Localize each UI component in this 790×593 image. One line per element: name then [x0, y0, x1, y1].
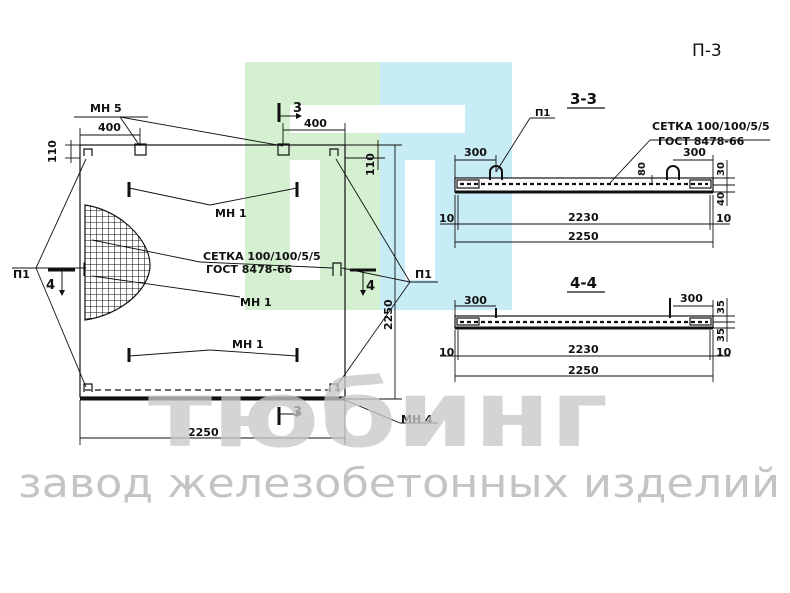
section-mark-3 — [277, 103, 302, 425]
watermark-brand: тюбинг — [148, 361, 608, 468]
section-4-4-dim-10-left: 10 — [439, 346, 455, 359]
section-3-top-label: 3 — [293, 101, 302, 116]
p1-label-left: П1 — [13, 268, 30, 281]
corner-loops — [83, 148, 342, 392]
dim-2250-horizontal: 2250 — [188, 426, 219, 439]
dim-400-right: 400 — [304, 117, 327, 130]
mn5-label: МН 5 — [90, 102, 122, 115]
section-3-3-mesh-2: ГОСТ 8478-66 — [658, 135, 745, 148]
plan-mesh-label-1: СЕТКА 100/100/5/5 — [203, 250, 321, 263]
section-4-4-slab — [454, 315, 714, 329]
section-3-bottom-label: 3 — [293, 405, 302, 420]
section-3-3-title: 3-3 — [570, 90, 597, 108]
leader-lines — [12, 116, 438, 424]
watermark-slogan: завод железобетонных изделий — [18, 461, 780, 507]
section-3-3-dim-300-left: 300 — [464, 146, 487, 159]
section-3-3-dim-30: 30 — [716, 162, 727, 176]
sheet-code: П-3 — [692, 41, 722, 61]
mn1-label-top: МН 1 — [215, 207, 247, 220]
section-mark-4 — [48, 268, 376, 296]
section-3-3-dim-2250: 2250 — [568, 230, 599, 243]
plan-view: МН 5 400 400 110 110 3 3 4 4 МН 1 СЕТКА … — [12, 101, 438, 445]
section-4-4-dim-35-top: 35 — [716, 300, 727, 314]
section-4-right-label: 4 — [366, 279, 375, 294]
section-3-3-mesh-1: СЕТКА 100/100/5/5 — [652, 120, 770, 133]
section-3-3-dim-40: 40 — [716, 192, 727, 206]
mn1-label-mid: МН 1 — [240, 296, 272, 309]
mn5-plate-left — [134, 143, 147, 156]
dim-400-left: 400 — [98, 121, 121, 134]
dim-110-right: 110 — [364, 153, 377, 176]
mn4-label: МН 4 — [401, 413, 433, 426]
section-3-3-dim-80: 80 — [637, 162, 648, 176]
section-4-left-label: 4 — [46, 278, 55, 293]
section-3-3-dim-300-right: 300 — [683, 146, 706, 159]
section-3-3: 3-3 — [439, 90, 770, 248]
section-4-4-dim-2250: 2250 — [568, 364, 599, 377]
slab-outline — [79, 144, 346, 398]
mn1-label-bottom: МН 1 — [232, 338, 264, 351]
section-3-3-dim-10-right: 10 — [716, 212, 732, 225]
section-4-4-dim-300-right: 300 — [680, 292, 703, 305]
section-4-4: 4-4 300 300 35 35 10 10 — [439, 274, 735, 382]
dim-2250-vertical: 2250 — [382, 299, 395, 330]
plan-dimensions — [65, 123, 402, 445]
section-4-4-dim-35-bottom: 35 — [716, 328, 727, 342]
section-3-3-slab — [454, 177, 714, 193]
section-4-4-title: 4-4 — [570, 274, 597, 292]
dim-110-left: 110 — [46, 140, 59, 163]
section-4-4-dim-2230: 2230 — [568, 343, 599, 356]
mn1-anchors — [127, 182, 299, 362]
mesh-hatch — [84, 204, 151, 321]
mn5-plate-right — [277, 143, 290, 156]
p1-label-right: П1 — [415, 268, 432, 281]
section-3-3-dim-10-left: 10 — [439, 212, 455, 225]
section-4-4-dim-300-left: 300 — [464, 294, 487, 307]
section-3-3-p1: П1 — [535, 108, 550, 119]
section-3-3-dim-2230: 2230 — [568, 211, 599, 224]
section-4-4-dim-10-right: 10 — [716, 346, 732, 359]
plan-mesh-label-2: ГОСТ 8478-66 — [206, 263, 293, 276]
